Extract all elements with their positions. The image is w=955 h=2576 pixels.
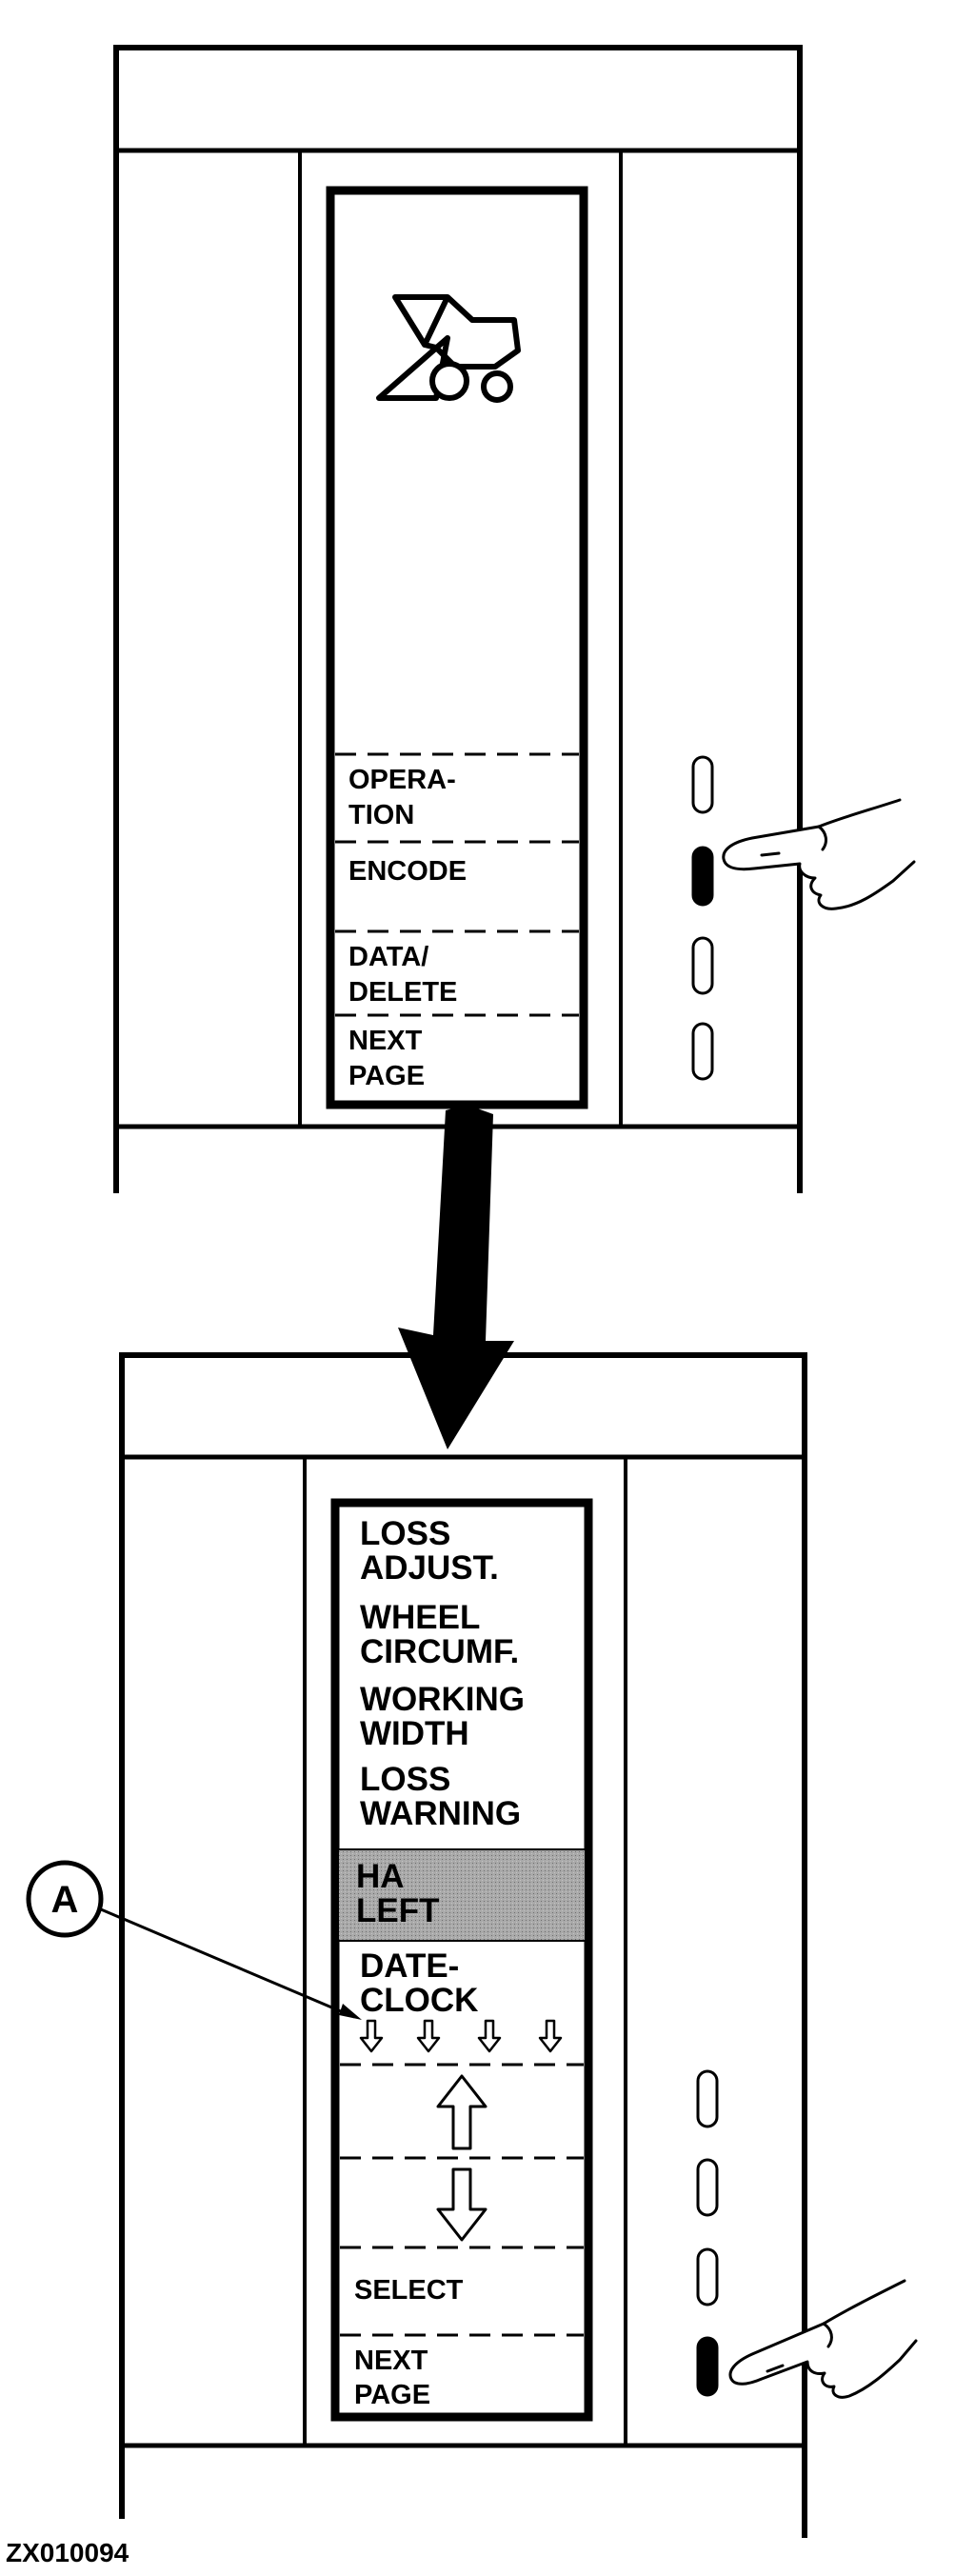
menu-item-loss-adjust-line2: ADJUST.	[360, 1549, 499, 1587]
menu-item-date-clock-line2: CLOCK	[360, 1982, 478, 2019]
softkey-select-label: SELECT	[354, 2275, 464, 2306]
menu-item-ha-left-line2: LEFT	[356, 1892, 439, 1929]
scroll-down-arrow-icon-2	[416, 2019, 441, 2053]
arrow-up-icon	[436, 2074, 487, 2150]
top-softkey-next-page[interactable]: NEXT PAGE	[348, 1026, 425, 1091]
menu-item-date-clock-line1: DATE-	[360, 1947, 459, 1985]
top-button-3[interactable]	[691, 936, 714, 995]
bottom-button-1[interactable]	[696, 2069, 719, 2128]
menu-item-wheel-circumf-line1: WHEEL	[360, 1599, 480, 1636]
scroll-indicator-arrows	[359, 2019, 563, 2053]
top-softkey-operation-line2: TION	[348, 800, 414, 830]
callout-a-arrowhead	[339, 2004, 362, 2020]
menu-item-working-width-line1: WORKING	[360, 1681, 525, 1718]
menu-item-highlight	[339, 1849, 585, 1941]
menu-item-loss-adjust-line1: LOSS	[360, 1515, 450, 1552]
top-softkey-operation[interactable]: OPERA- TION	[348, 765, 456, 830]
top-softkey-encode[interactable]: ENCODE	[348, 856, 467, 887]
arrow-down-icon	[436, 2167, 487, 2242]
softkey-next-page-line2: PAGE	[354, 2380, 430, 2410]
menu-item-loss-warning-line2: WARNING	[360, 1795, 521, 1832]
softkey-next-page-line1: NEXT	[354, 2346, 428, 2376]
softkey-next-page[interactable]: NEXT PAGE	[354, 2346, 430, 2410]
transition-arrow-icon	[398, 1105, 514, 1449]
top-softkey-data-delete-line2: DELETE	[348, 977, 457, 1008]
callout-a: A	[26, 1860, 362, 2020]
figure-code: ZX010094	[6, 2538, 129, 2567]
menu-item-working-width[interactable]: WORKING WIDTH	[360, 1681, 525, 1752]
scroll-down-arrow-icon-4	[538, 2019, 563, 2053]
top-monitor-housing	[113, 45, 803, 1193]
top-softkey-operation-line1: OPERA-	[348, 765, 456, 795]
callout-a-circle	[26, 1860, 104, 1938]
scroll-down-arrow-icon-1	[359, 2019, 384, 2053]
menu-item-wheel-circumf-line2: CIRCUMF.	[360, 1633, 519, 1670]
scroll-down-arrow-icon-3	[477, 2019, 502, 2053]
top-softkey-data-delete-line1: DATA/	[348, 942, 428, 972]
bottom-button-3[interactable]	[696, 2247, 719, 2306]
top-display-screen	[326, 186, 588, 1109]
menu-item-wheel-circumf[interactable]: WHEEL CIRCUMF.	[360, 1599, 519, 1670]
callout-a-leader-line	[100, 1907, 355, 2019]
menu-item-ha-left[interactable]: HA LEFT	[356, 1858, 439, 1929]
menu-item-loss-warning[interactable]: LOSS WARNING	[360, 1761, 521, 1832]
softkey-select[interactable]: SELECT	[354, 2275, 464, 2306]
pointing-hand-icon	[722, 798, 916, 910]
menu-item-ha-left-line1: HA	[356, 1858, 405, 1895]
bottom-monitor: LOSS ADJUST. WHEEL CIRCUMF. WORKING WIDT…	[119, 1352, 918, 2538]
top-softkey-encode-line1: ENCODE	[348, 856, 467, 887]
bottom-button-4-pressed[interactable]	[696, 2336, 719, 2397]
top-softkey-next-page-line2: PAGE	[348, 1061, 425, 1091]
bottom-monitor-housing	[119, 1352, 807, 2538]
menu-item-date-clock[interactable]: DATE- CLOCK	[360, 1947, 478, 2019]
bottom-display-screen	[330, 1498, 593, 2422]
pointing-hand-icon	[728, 2279, 918, 2399]
top-softkey-next-page-line1: NEXT	[348, 1026, 423, 1056]
bottom-button-2[interactable]	[696, 2158, 719, 2217]
softkey-scroll-down[interactable]	[436, 2167, 487, 2242]
callout-a-letter: A	[51, 1879, 79, 1921]
top-button-4[interactable]	[691, 1022, 714, 1081]
menu-item-loss-warning-line1: LOSS	[360, 1761, 450, 1798]
combine-harvester-icon	[376, 294, 521, 403]
menu-item-working-width-line2: WIDTH	[360, 1715, 469, 1752]
menu-item-loss-adjust[interactable]: LOSS ADJUST.	[360, 1515, 499, 1587]
top-button-1[interactable]	[691, 755, 714, 814]
softkey-scroll-up[interactable]	[436, 2074, 487, 2150]
top-softkey-data-delete[interactable]: DATA/ DELETE	[348, 942, 457, 1008]
top-button-2-pressed[interactable]	[691, 846, 714, 907]
top-monitor: OPERA- TION ENCODE DATA/ DELETE NEXT PAG…	[113, 45, 916, 1193]
top-softkey-dividers	[335, 752, 579, 1017]
bottom-softkey-dividers	[340, 2063, 584, 2337]
